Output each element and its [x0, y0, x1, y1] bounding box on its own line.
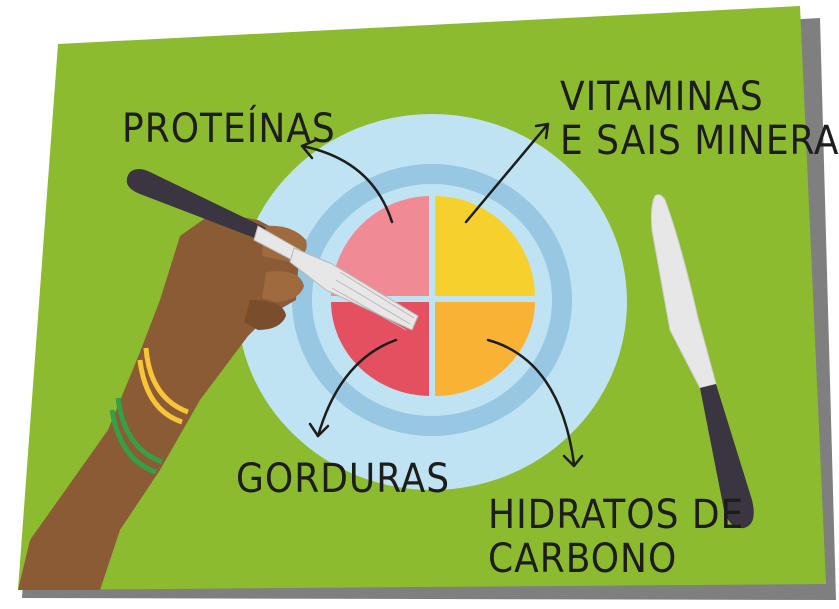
label-carbs-line2: CARBONO	[488, 536, 677, 582]
plate-section-carbs	[435, 302, 535, 396]
label-fats: GORDURAS	[236, 456, 450, 502]
arrow-proteins	[300, 144, 394, 224]
label-vitamins-line2: E SAIS MINERAIS	[560, 118, 839, 164]
label-proteins: PROTEÍNAS	[122, 104, 336, 152]
plate-section-vitamins	[435, 196, 535, 296]
arrow-vitamins	[464, 122, 550, 224]
fork-icon	[126, 169, 419, 331]
arrows	[300, 122, 584, 468]
label-carbs-line1: HIDRATOS DE	[488, 492, 744, 538]
plate-section-proteins	[331, 196, 429, 296]
label-vitamins-line1: VITAMINAS	[560, 74, 764, 120]
knife-icon	[650, 194, 754, 529]
arrow-fats	[316, 338, 398, 438]
arrow-carbs	[486, 338, 576, 466]
